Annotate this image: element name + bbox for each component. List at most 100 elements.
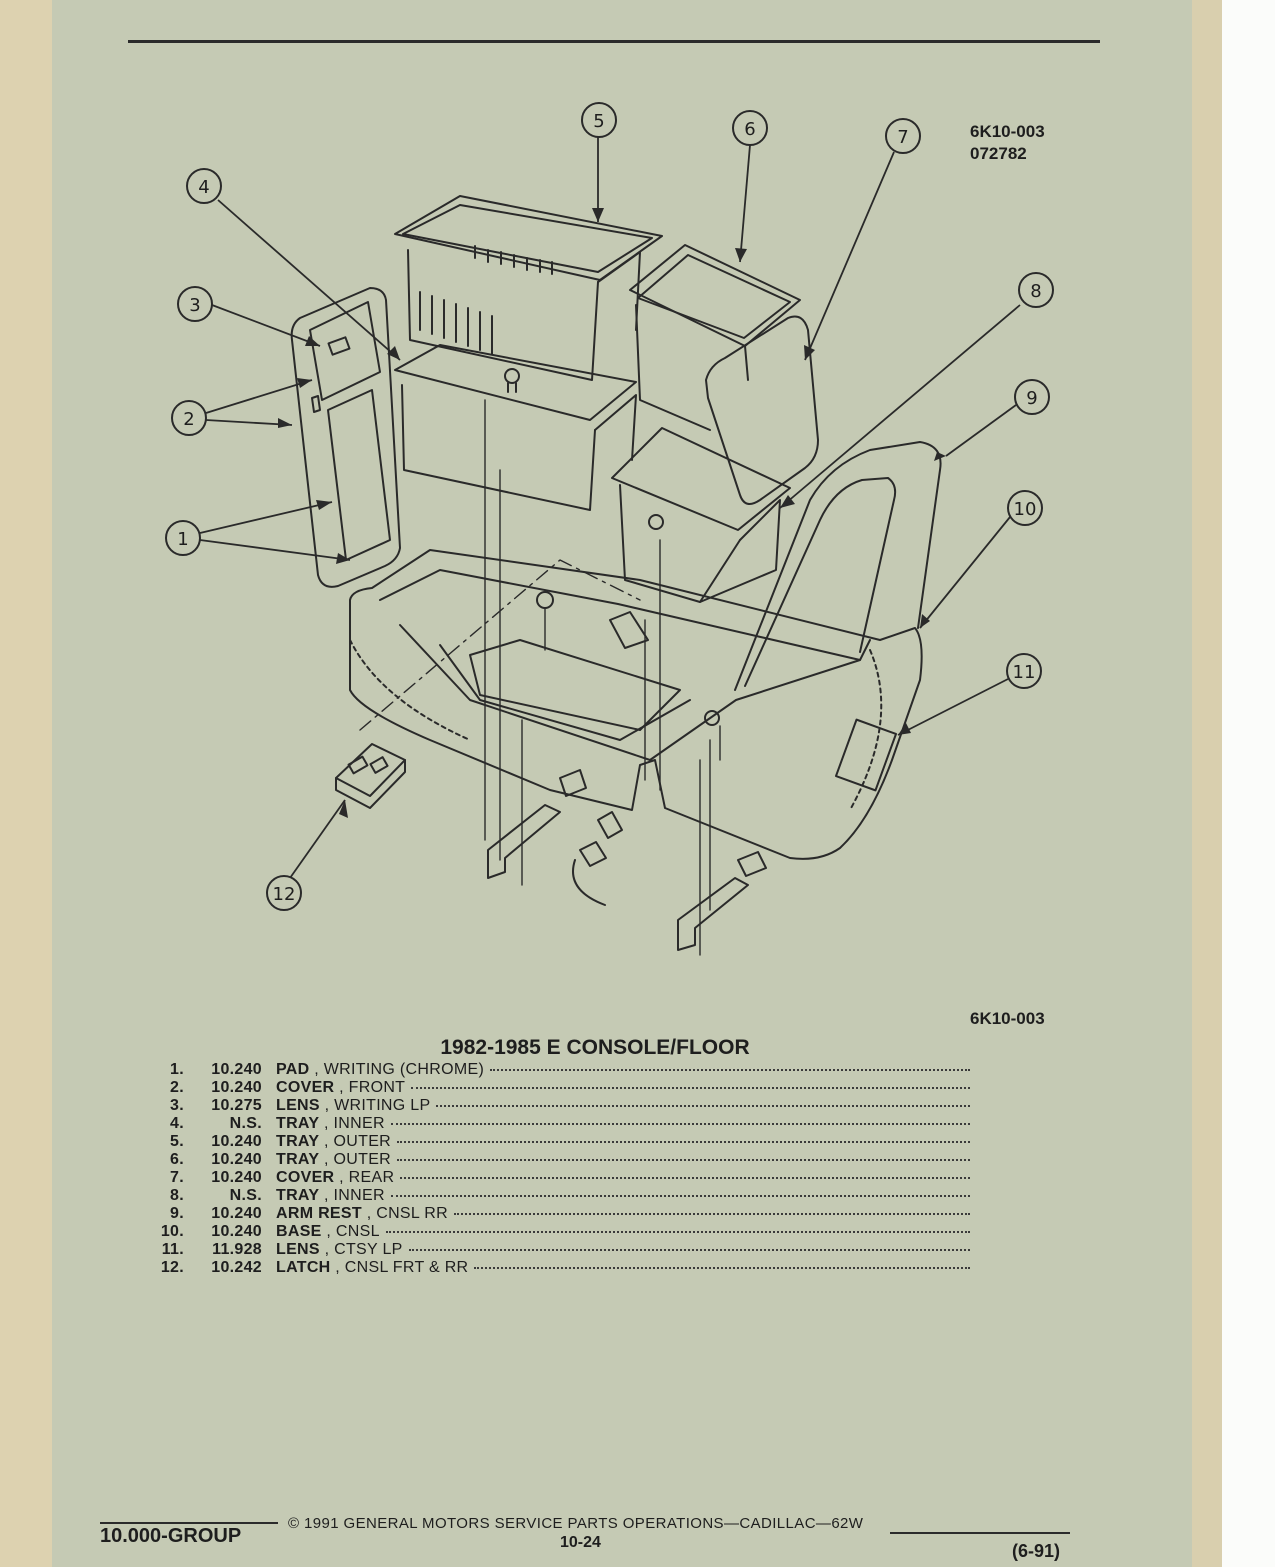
footer-copyright: © 1991 GENERAL MOTORS SERVICE PARTS OPER… (288, 1515, 864, 1532)
part-name: LATCH , CNSL FRT & RR (262, 1259, 468, 1277)
callout-6: 6 (733, 111, 767, 145)
callout-5: 5 (582, 103, 616, 137)
part-name-main: COVER (276, 1079, 335, 1096)
callout-10: 10 (1008, 491, 1042, 525)
front-cover-drawing (292, 288, 400, 587)
callout-leaders (200, 136, 1020, 878)
part-name-main: TRAY (276, 1115, 320, 1132)
callout-6-label: 6 (744, 119, 755, 140)
callout-arrowheads (278, 208, 946, 818)
callout-11-label: 11 (1013, 662, 1036, 683)
part-name: COVER , FRONT (262, 1079, 405, 1097)
part-description: , WRITING LP (324, 1097, 431, 1114)
part-description: , CTSY LP (324, 1241, 403, 1258)
callout-10-label: 10 (1014, 499, 1037, 520)
part-number: 9. (170, 1205, 184, 1222)
top-rule (128, 40, 1100, 43)
part-name-main: COVER (276, 1169, 335, 1186)
mounting-brackets-drawing (488, 592, 766, 950)
latch-12-drawing (336, 744, 405, 808)
leader-dots (397, 1159, 970, 1161)
figure-code-bottom: 6K10-003 (970, 1009, 1045, 1028)
part-group: 11.928 (212, 1241, 262, 1258)
callout-7-label: 7 (897, 127, 908, 148)
part-name: PAD , WRITING (CHROME) (262, 1061, 484, 1079)
part-group: 10.242 (211, 1259, 262, 1276)
leader-dots (397, 1141, 970, 1143)
arm-rest-9-drawing (735, 442, 941, 690)
footer-rule-left (100, 1522, 278, 1524)
leader-dots (474, 1267, 970, 1269)
leader-dots (390, 1123, 970, 1125)
part-number: 3. (170, 1097, 184, 1114)
leader-dots (408, 1249, 970, 1251)
part-name: ARM REST , CNSL RR (262, 1205, 448, 1223)
inner-tray-8-drawing (612, 428, 790, 602)
leader-dots (453, 1213, 970, 1215)
part-name: LENS , WRITING LP (262, 1097, 430, 1115)
footer-group: 10.000-GROUP (100, 1525, 242, 1547)
part-name: TRAY , INNER (262, 1115, 385, 1133)
callout-1: 1 (166, 521, 200, 555)
part-name: LENS , CTSY LP (262, 1241, 403, 1259)
footer-date: (6-91) (1012, 1541, 1061, 1561)
part-description: , FRONT (339, 1079, 406, 1096)
part-name: BASE , CNSL (262, 1223, 380, 1241)
footer-rule-right (890, 1532, 1070, 1534)
part-name-main: PAD (276, 1061, 310, 1078)
part-number: 2. (170, 1079, 184, 1096)
part-group: 10.240 (211, 1205, 262, 1222)
part-description: , INNER (324, 1115, 385, 1132)
leader-dots (490, 1069, 970, 1071)
part-description: , OUTER (324, 1133, 392, 1150)
catalog-page: 6K10-003 072782 (0, 0, 1222, 1567)
part-number: 10. (160, 1223, 184, 1240)
part-number: 5. (170, 1133, 184, 1150)
part-row: 8.N.S.TRAY , INNER (150, 1187, 970, 1205)
callout-4: 4 (187, 169, 221, 203)
page-number: 10-24 (560, 1534, 601, 1551)
part-description: , REAR (339, 1169, 395, 1186)
part-name-main: ARM REST (276, 1205, 362, 1222)
part-name: TRAY , OUTER (262, 1151, 391, 1169)
callout-12: 12 (267, 876, 301, 910)
part-description: , INNER (324, 1187, 385, 1204)
part-group: 10.240 (211, 1223, 262, 1240)
part-group: 10.240 (211, 1151, 262, 1168)
part-name-main: BASE (276, 1223, 322, 1240)
part-description: , OUTER (324, 1151, 392, 1168)
part-number: 11. (161, 1241, 184, 1258)
callout-12-label: 12 (273, 884, 296, 905)
callout-11: 11 (1007, 654, 1041, 688)
part-row: 4.N.S.TRAY , INNER (150, 1115, 970, 1133)
inner-tray-4-drawing (395, 345, 636, 510)
leader-dots (390, 1195, 970, 1197)
part-number: 8. (170, 1187, 184, 1204)
leader-dots (436, 1105, 970, 1107)
callout-8-label: 8 (1030, 281, 1041, 302)
part-group: 10.275 (211, 1097, 262, 1114)
part-name-main: LATCH (276, 1259, 331, 1276)
callout-9-label: 9 (1026, 388, 1037, 409)
rear-cover-7-drawing (706, 317, 818, 505)
callout-markers: 1 2 3 4 5 6 7 8 9 10 11 12 (166, 103, 1053, 910)
part-group: 10.240 (211, 1133, 262, 1150)
part-name-main: LENS (276, 1241, 320, 1258)
leader-dots (411, 1087, 970, 1089)
part-number: 1. (170, 1061, 184, 1078)
callout-4-label: 4 (198, 177, 209, 198)
assembly-center-lines (360, 400, 720, 955)
callout-7: 7 (886, 119, 920, 153)
callout-3-label: 3 (189, 295, 200, 316)
part-group: 10.240 (211, 1061, 262, 1078)
part-description: , WRITING (CHROME) (314, 1061, 485, 1078)
leader-dots (385, 1231, 970, 1233)
part-description: , CNSL FRT & RR (335, 1259, 469, 1276)
console-base-10-drawing (350, 550, 922, 859)
leader-dots (400, 1177, 970, 1179)
